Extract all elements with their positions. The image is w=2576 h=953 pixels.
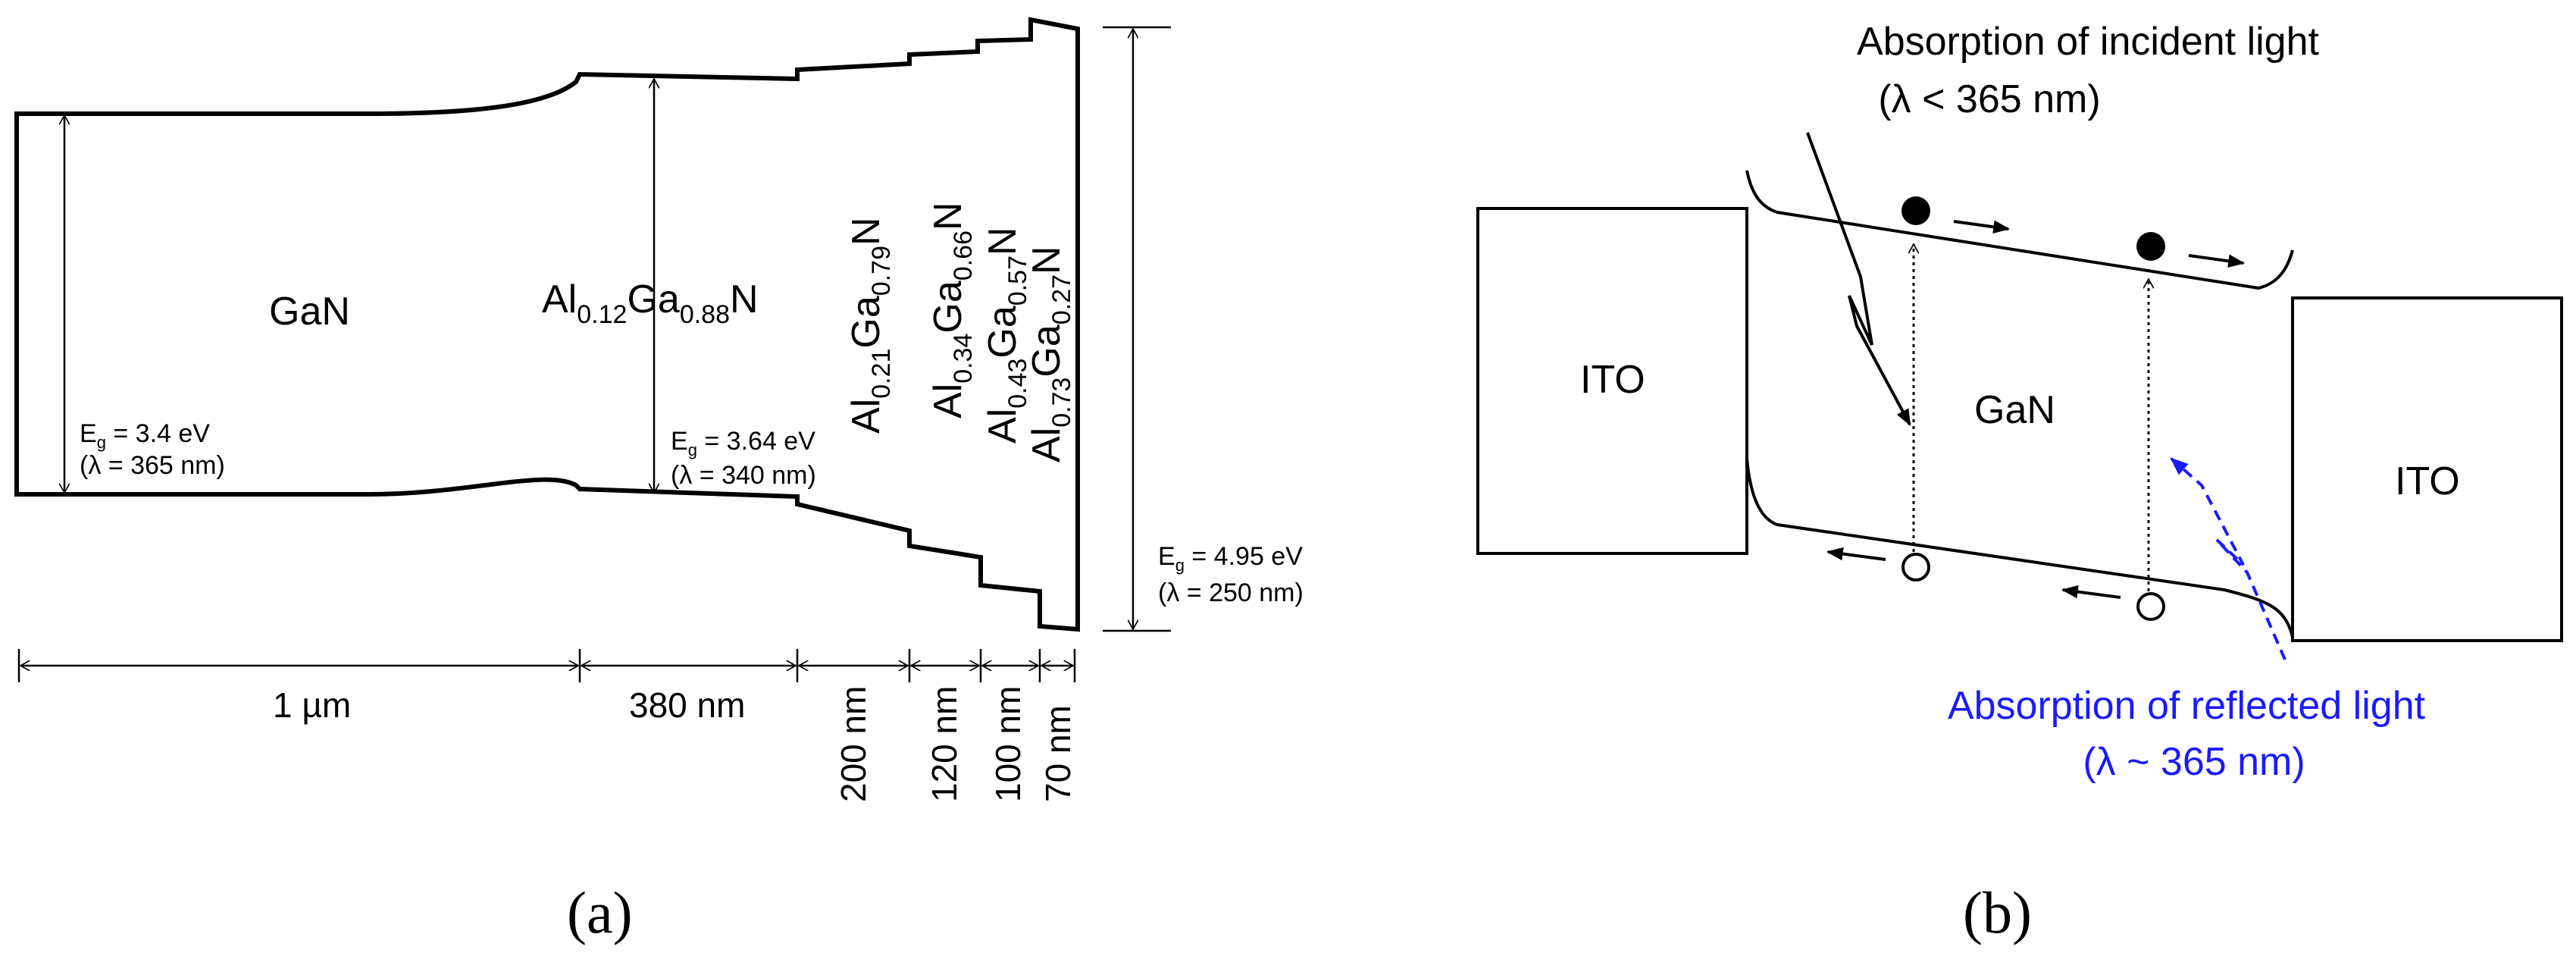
ito-left-box <box>1476 207 1748 555</box>
reflected-light-line1: Absorption of reflected light <box>1948 684 2426 728</box>
band-outline <box>14 17 1080 632</box>
thickness-70: 70 nm <box>1038 705 1078 802</box>
incident-light-line2: (λ < 365 nm) <box>1878 77 2100 121</box>
al012-label: Al0.12Ga0.88N <box>542 277 759 329</box>
thickness-120: 120 nm <box>925 686 964 802</box>
ito-right-label: ITO <box>2395 459 2460 503</box>
electron-1 <box>1901 196 1930 225</box>
gan-lambda-text: (λ = 365 nm) <box>80 451 225 480</box>
gan-label-b: GaN <box>1974 388 2055 432</box>
thickness-scale <box>17 649 1076 682</box>
hole-1-arrow <box>1826 547 1886 561</box>
al043-label: Al0.43Ga0.57N <box>981 227 1032 444</box>
al073-eg-text: Eg = 4.95 eV <box>1158 542 1303 575</box>
panel-b: ITO ITO GaN Absorption of incident light… <box>1476 20 2563 945</box>
electron-2 <box>2136 232 2165 261</box>
reflected-light-arrow <box>2170 457 2286 660</box>
gan-conduction-band <box>1745 170 2294 290</box>
thickness-gan: 1 µm <box>273 685 351 725</box>
caption-b: (b) <box>1963 879 2032 945</box>
hole-2 <box>2136 592 2165 621</box>
al073-lambda-text: (λ = 250 nm) <box>1158 578 1304 607</box>
gan-label: GaN <box>269 290 350 334</box>
electron-1-arrow <box>1953 220 2011 234</box>
al021-label: Al0.21Ga0.79N <box>844 217 896 434</box>
ito-right-box <box>2291 296 2563 642</box>
thickness-200: 200 nm <box>834 686 873 802</box>
panel-a: GaN Al0.12Ga0.88N Al0.21Ga0.79N Al0.34Ga… <box>14 17 1304 945</box>
al034-label: Al0.34Ga0.66N <box>926 202 978 419</box>
hole-1 <box>1901 553 1930 582</box>
hole-2-arrow <box>2061 585 2121 599</box>
incident-light-line1: Absorption of incident light <box>1857 20 2319 64</box>
ito-left-label: ITO <box>1580 358 1645 402</box>
al012-lambda-text: (λ = 340 nm) <box>671 461 816 490</box>
reflected-light-line2: (λ ~ 365 nm) <box>2083 740 2305 784</box>
caption-a: (a) <box>567 879 633 945</box>
incident-light-arrow <box>1806 132 1911 426</box>
electron-2-arrow <box>2188 254 2246 268</box>
gan-eg-text: Eg = 3.4 eV <box>80 419 210 452</box>
thickness-100: 100 nm <box>988 686 1028 802</box>
al012-eg-text: Eg = 3.64 eV <box>671 427 815 459</box>
al073-label: Al0.73Ga0.27N <box>1025 246 1076 462</box>
thickness-380: 380 nm <box>629 685 745 725</box>
gan-valence-band <box>1745 458 2294 638</box>
